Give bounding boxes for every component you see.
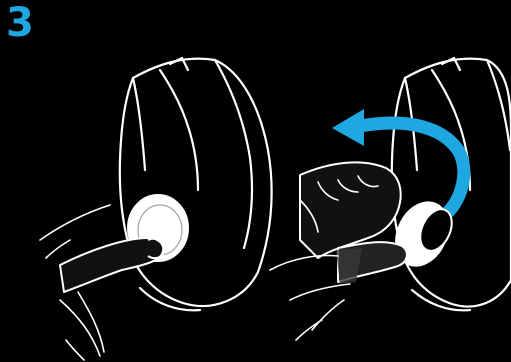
left-panel xyxy=(40,58,272,360)
mouse-body-icon xyxy=(392,58,511,310)
hand-icon xyxy=(270,162,407,340)
mouse-body-icon xyxy=(120,58,272,310)
right-panel xyxy=(270,58,511,340)
